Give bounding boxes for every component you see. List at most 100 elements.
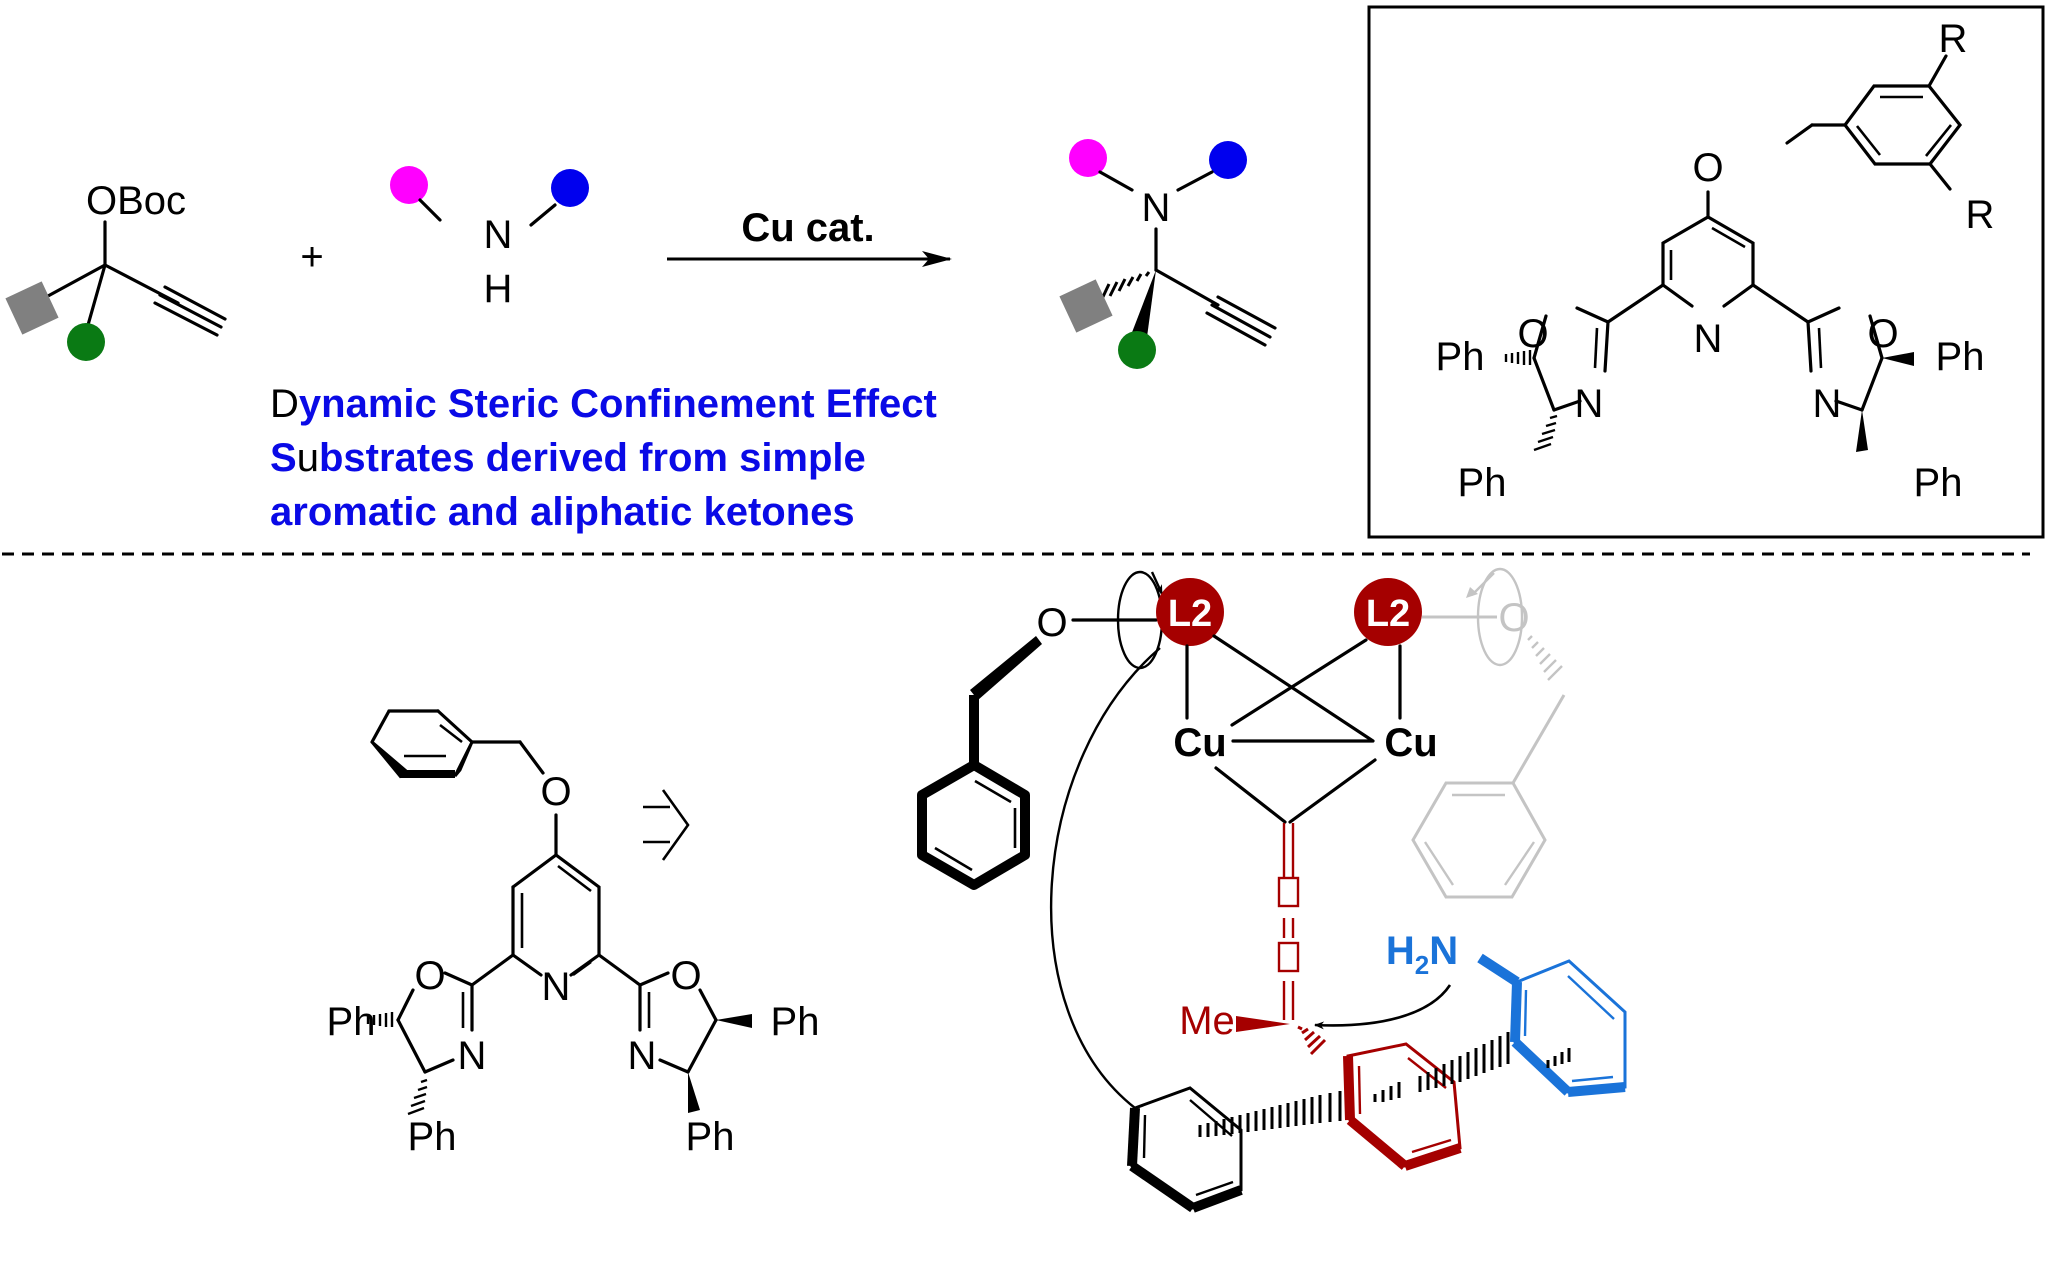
l2-right-circle	[1354, 578, 1422, 646]
ether-o-label: O	[1692, 146, 1723, 190]
catalyst-label: Cu cat.	[741, 206, 874, 250]
ether-o-label: O	[540, 770, 571, 814]
confinement-arc	[1050, 647, 1161, 1109]
bottom-ligand-structure: O N O N Ph Ph	[327, 709, 820, 1159]
description-line-1: Dynamic Steric Confinement Effect	[270, 382, 937, 426]
model-o-left-label: O	[1036, 601, 1067, 645]
ph-right-top-label: Ph	[771, 1000, 820, 1044]
methyl-label: Me	[1179, 999, 1235, 1043]
pi-stacking-hash-1	[1198, 1091, 1342, 1137]
hashed-bond-left-bottom	[1533, 414, 1558, 452]
oboc-label: OBoc	[86, 179, 186, 223]
gray-square-substituent	[1059, 279, 1113, 333]
pi-stacking-hash-3	[1546, 1048, 1571, 1068]
bond-c-green	[86, 263, 107, 327]
reactant-propargyl-carbonate: OBoc	[5, 179, 227, 361]
bond-c-square	[46, 263, 107, 298]
ligand-box-frame	[1367, 5, 2045, 539]
retrosynthetic-arrow-icon	[643, 789, 690, 861]
rotation-arrow-left-icon	[1150, 571, 1164, 595]
amine-n-label: N	[484, 213, 513, 257]
bond-ch2-o	[518, 740, 545, 775]
hashed-bond-left-top	[1504, 350, 1532, 365]
bond-n-blue	[529, 203, 557, 227]
pi-stacking-hash-2	[1373, 1032, 1510, 1102]
hashed-bond-left-top	[366, 1012, 394, 1027]
plus-sign: +	[300, 235, 323, 279]
aryl-ring	[1842, 84, 1963, 166]
oxazoline-left-o-label: O	[414, 954, 445, 998]
blue-circle-substituent	[551, 169, 589, 207]
oxazoline-right-n-label: N	[1813, 382, 1842, 426]
wedge-right-bottom	[688, 1072, 700, 1113]
oxazoline-left-o-label: O	[1517, 312, 1548, 356]
benzyl-ring-perspective	[370, 709, 474, 779]
pyridine-n-label: N	[1694, 317, 1723, 361]
reaction-arrow: Cu cat.	[667, 206, 952, 267]
attack-arrow	[1314, 984, 1452, 1030]
l2-left-circle	[1156, 578, 1224, 646]
hashed-bond-ghost	[1527, 635, 1563, 681]
bond-c-alkyne	[1154, 268, 1220, 307]
magenta-circle-substituent	[390, 166, 428, 204]
bold-phenyl-ring-left	[917, 760, 1030, 890]
l2-left-label: L2	[1168, 593, 1212, 635]
oxazoline-right-o-label: O	[1867, 312, 1898, 356]
ph-right-top-label: Ph	[1936, 335, 1985, 379]
description-line-3: aromatic and aliphatic ketones	[270, 490, 855, 534]
blue-phenyl-ring	[1510, 959, 1627, 1097]
reactant-secondary-amine: N H	[390, 166, 589, 311]
r-bottom-label: R	[1966, 193, 1995, 237]
amine-subscript: 2	[1415, 950, 1429, 980]
bond-cu-c-left	[1214, 766, 1287, 824]
ph-left-bottom-label: Ph	[408, 1115, 457, 1159]
r-top-label: R	[1939, 17, 1968, 61]
bond-py-oxz-left	[1606, 283, 1665, 324]
green-circle-substituent	[1118, 331, 1156, 369]
line2-rest: bstrates derived from simple	[319, 436, 866, 480]
bond-n-aryl	[1477, 953, 1520, 987]
ph-left-top-label: Ph	[1436, 335, 1485, 379]
bond-l2-right-cu-left	[1230, 638, 1368, 727]
bond-cu-c-right	[1288, 758, 1377, 824]
alkyne-triple-bond	[153, 285, 227, 337]
right-oxazoline-ring	[1806, 306, 1884, 412]
alkyne-triple-bond	[1205, 295, 1277, 347]
amine-h-label: H	[484, 267, 513, 311]
line1-rest: ynamic Steric Confinement Effect	[299, 382, 937, 426]
wedge-right-top	[716, 1014, 752, 1028]
ph-left-top-label: Ph	[327, 1000, 376, 1044]
hashed-bond-allene-aryl	[1297, 1025, 1327, 1056]
bond-aryl-r-bottom	[1928, 162, 1952, 191]
amine-n: N	[1429, 929, 1458, 973]
cu-left-label: Cu	[1173, 721, 1226, 765]
left-oxazoline-ring	[396, 971, 474, 1074]
wedge-right-bottom	[1856, 410, 1868, 452]
ph-right-bottom-label: Ph	[1914, 461, 1963, 505]
magenta-circle-substituent	[1069, 139, 1107, 177]
copper-model: O L2 L2 Cu Cu	[917, 567, 1627, 1213]
blue-circle-substituent	[1209, 141, 1247, 179]
allenylidene-chain	[1277, 823, 1300, 1020]
bold-phenyl-ring-bottom	[1127, 1086, 1243, 1213]
hashed-wedge-bond	[1099, 271, 1151, 302]
ph-right-bottom-label: Ph	[686, 1115, 735, 1159]
cu-right-label: Cu	[1384, 721, 1437, 765]
l2-right-label: L2	[1366, 593, 1410, 635]
red-phenyl-ring	[1343, 1042, 1462, 1171]
bond-n-magenta	[1098, 170, 1134, 192]
left-oxazoline-ring	[1532, 306, 1610, 412]
oxazoline-right-o-label: O	[670, 954, 701, 998]
bond-o-ch2	[1785, 123, 1814, 145]
oxazoline-left-n-label: N	[1575, 382, 1604, 426]
bond-n-magenta	[418, 198, 442, 222]
amine-h: H	[1386, 929, 1415, 973]
pyridine-n-label: N	[542, 965, 571, 1009]
solid-wedge-bond	[1131, 270, 1156, 337]
rotation-arrowhead-right	[1466, 587, 1478, 598]
oxazoline-left-n-label: N	[458, 1034, 487, 1078]
description-line-2: Substrates derived from simple	[270, 436, 866, 480]
bond-ch2-ring-ghost	[1511, 694, 1566, 784]
model-o-right-label: O	[1498, 596, 1529, 640]
